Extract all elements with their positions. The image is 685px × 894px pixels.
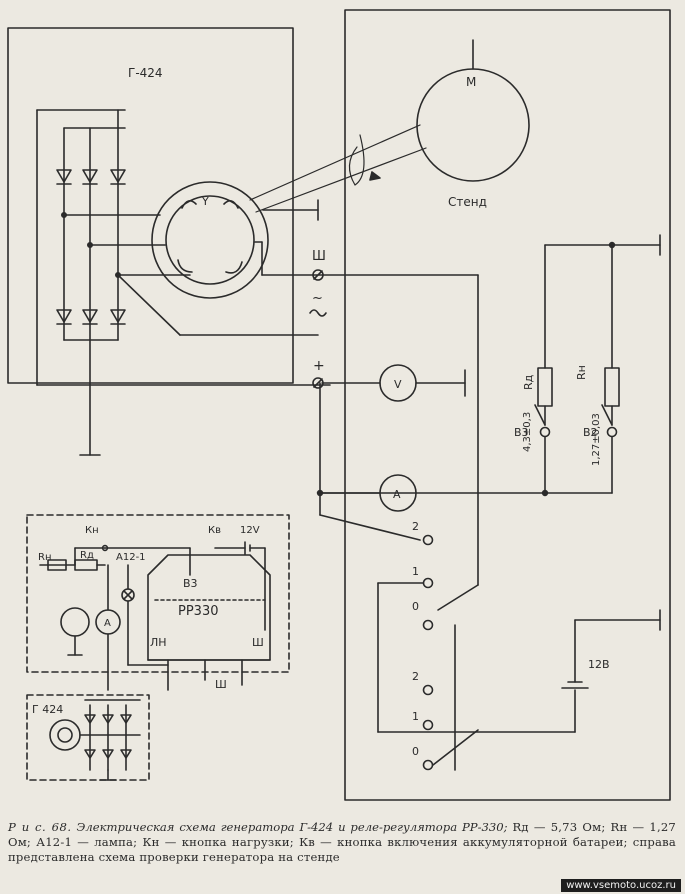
switch1-pos-1: 1 (412, 565, 419, 578)
resistor-rn-name: Rн (575, 365, 588, 380)
watermark: www.vsemoto.ucoz.ru (561, 879, 681, 892)
rotor-label: Y (201, 195, 209, 208)
resistor-rn (604, 367, 620, 407)
resistor-rd-name: Rд (522, 374, 535, 390)
rectifier-bridge (36, 109, 331, 456)
switch1-pos-2: 2 (412, 520, 419, 533)
generator-housing (7, 27, 294, 384)
voltmeter-label: V (394, 378, 402, 391)
reg-rd: Rд (80, 550, 94, 561)
switch1-pos-0: 0 (412, 600, 419, 613)
figure-legend: Rд — 5,73 Ом; Rн — 1,27 Ом; А12-1 — ламп… (8, 820, 677, 864)
generator-2 (26, 694, 150, 781)
stand-label: Стенд (448, 195, 487, 209)
switch-v2-label: В2 (583, 426, 598, 439)
figure-title: Электрическая схема генератора Г-424 и р… (76, 820, 508, 834)
reg-lamp: А12-1 (116, 552, 146, 563)
gen2-label: Г 424 (32, 703, 63, 716)
battery-stand-label: 12В (588, 658, 610, 671)
resistor-rn-value: 1,27±0,03 (591, 413, 602, 466)
switch2-pos-0: 0 (412, 745, 419, 758)
terminal-plus: + (313, 358, 325, 374)
test-stand (344, 9, 671, 801)
switch2-pos-2: 2 (412, 670, 419, 683)
reg-12v: 12V (240, 525, 260, 536)
switch-v3-label: В3 (514, 426, 529, 439)
generator-label: Г-424 (128, 66, 163, 80)
figure-number: Р и с. 68. (8, 820, 72, 834)
resistor-rd-value: 4,3±0,3 (522, 412, 533, 452)
reg-ammeter-label: A (104, 618, 111, 629)
terminal-ac: ~ (312, 291, 323, 306)
reg-sh: Ш (252, 636, 264, 649)
reg-b3: В3 (183, 577, 198, 590)
reg-rn: Rн (38, 552, 52, 563)
switch2-pos-1: 1 (412, 710, 419, 723)
terminal-field: Ш (312, 249, 326, 264)
reg-kv: Кв (208, 525, 221, 536)
ammeter (379, 474, 417, 512)
reg-kn: Кн (85, 525, 99, 536)
reg-ln: ЛН (150, 636, 167, 649)
stator (151, 181, 269, 299)
regulator-test-circuit (26, 514, 290, 673)
figure-caption: Р и с. 68. Электрическая схема генератор… (8, 820, 676, 865)
motor-label: М (466, 75, 476, 89)
reg-name: РР330 (178, 604, 219, 619)
reg-sh-wire: Ш (215, 678, 227, 691)
ammeter-label: A (393, 488, 401, 501)
resistor-rd (537, 367, 553, 407)
